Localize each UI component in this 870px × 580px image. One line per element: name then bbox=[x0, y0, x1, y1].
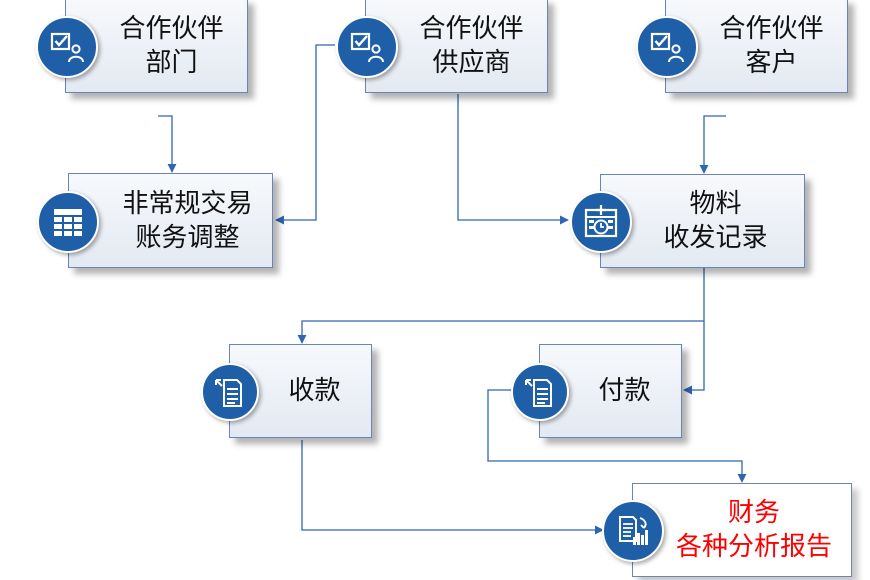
receipts-label: 收款 bbox=[230, 345, 371, 437]
payments-line1: 付款 bbox=[598, 376, 651, 406]
payments-label: 付款 bbox=[540, 345, 681, 437]
edge-material-to-payments bbox=[683, 321, 705, 395]
table-grid-icon bbox=[37, 191, 99, 253]
document-arrow-icon bbox=[511, 363, 569, 421]
nonstandard-adjustment-label: 非常规交易 账务调整 bbox=[69, 174, 272, 267]
edge-supplier-to-material bbox=[457, 94, 569, 225]
partner-department-line2: 部门 bbox=[145, 47, 198, 78]
financial-reports-node[interactable]: 财务 各种分析报告 bbox=[632, 483, 852, 577]
checklist-person-icon bbox=[636, 16, 698, 78]
edge-department-to-adjustment bbox=[158, 115, 177, 173]
receipts-line1: 收款 bbox=[288, 376, 341, 406]
material-records-line1: 物料 bbox=[689, 189, 742, 219]
partner-supplier-label: 合作伙伴 供应商 bbox=[366, 0, 547, 92]
edge-material-to-receipts bbox=[297, 268, 705, 344]
checklist-person-icon bbox=[336, 16, 398, 78]
material-records-node[interactable]: 物料 收发记录 bbox=[600, 174, 805, 268]
partner-supplier-line1: 合作伙伴 bbox=[419, 13, 524, 44]
partner-customer-line2: 客户 bbox=[745, 47, 798, 78]
material-records-line2: 收发记录 bbox=[663, 223, 768, 253]
edge-payments-to-reports bbox=[487, 389, 747, 483]
partner-customer-label: 合作伙伴 客户 bbox=[666, 0, 847, 92]
document-arrow-icon bbox=[201, 363, 259, 421]
partner-supplier-node[interactable]: 合作伙伴 供应商 bbox=[365, 0, 548, 93]
partner-department-line1: 合作伙伴 bbox=[119, 13, 224, 44]
partner-customer-line1: 合作伙伴 bbox=[719, 13, 824, 44]
financial-reports-label: 财务 各种分析报告 bbox=[633, 484, 851, 576]
nonstandard-adjustment-line2: 账务调整 bbox=[135, 222, 240, 253]
financial-reports-line1: 财务 bbox=[727, 498, 780, 528]
partner-supplier-line2: 供应商 bbox=[432, 47, 511, 78]
edge-customer-to-material bbox=[699, 115, 726, 174]
calendar-clock-icon bbox=[570, 191, 632, 253]
partner-department-label: 合作伙伴 部门 bbox=[66, 0, 247, 92]
nonstandard-adjustment-node[interactable]: 非常规交易 账务调整 bbox=[68, 173, 273, 268]
nonstandard-adjustment-line1: 非常规交易 bbox=[122, 188, 253, 219]
material-records-label: 物料 收发记录 bbox=[601, 175, 804, 267]
edge-receipts-to-reports bbox=[301, 440, 604, 535]
financial-reports-line2: 各种分析报告 bbox=[675, 532, 832, 562]
report-chart-icon bbox=[602, 500, 664, 562]
edge-supplier-to-adjustment bbox=[275, 44, 335, 225]
checklist-person-icon bbox=[36, 16, 98, 78]
